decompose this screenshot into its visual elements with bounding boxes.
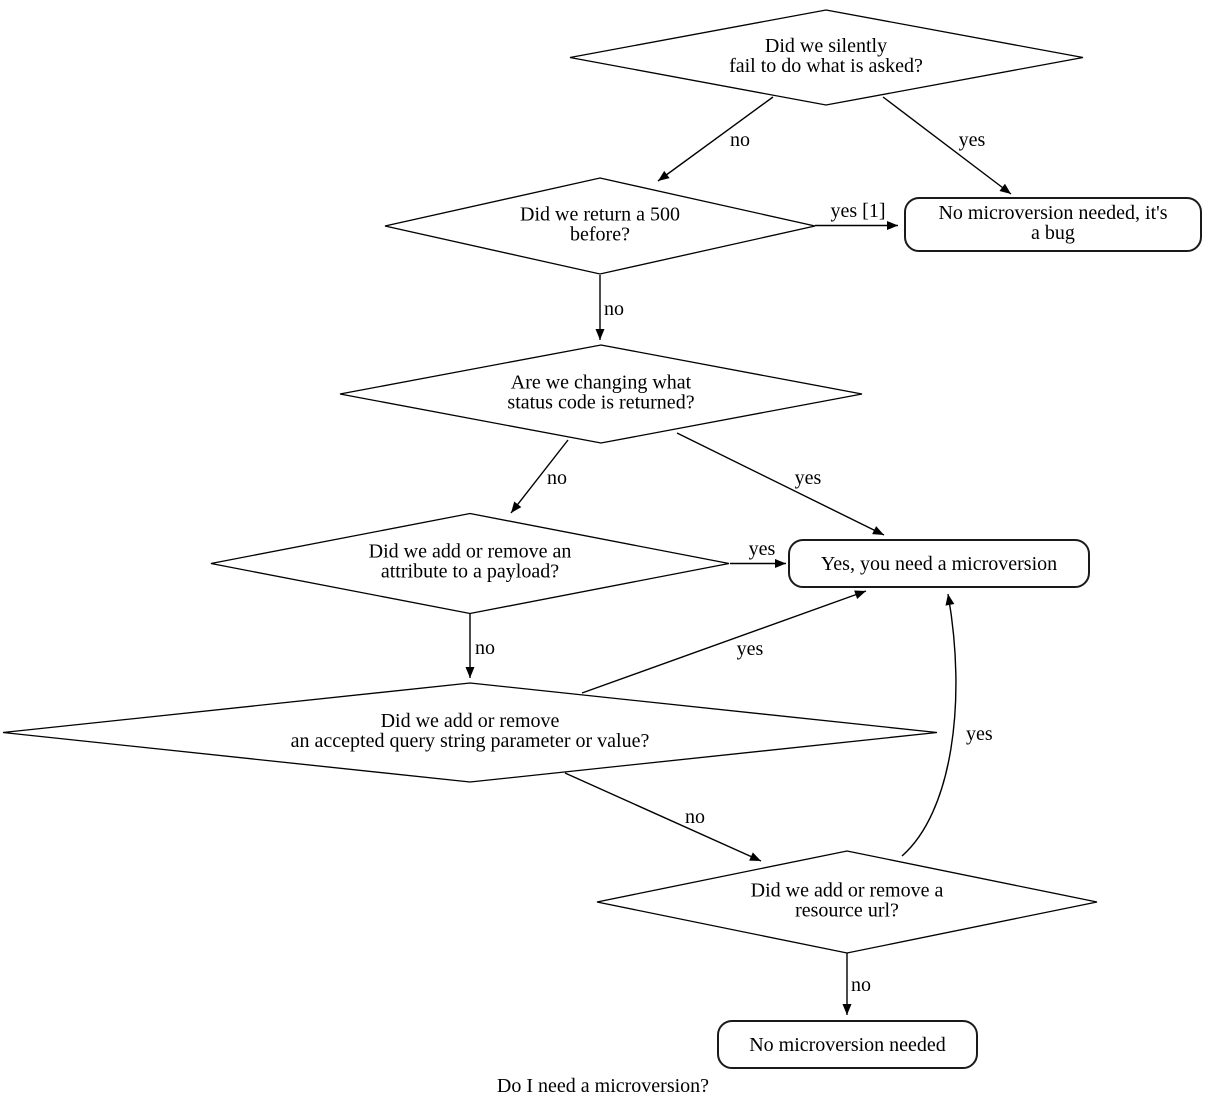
- edge-label-status-code-no: no: [547, 467, 567, 489]
- node-no-microversion-label: No microversion needed: [749, 1034, 946, 1056]
- node-return-500-shape: [384, 177, 816, 275]
- node-resource-url: Did we add or remove a resource url?: [596, 850, 1098, 954]
- node-query-string-line2: an accepted query string parameter or va…: [291, 730, 650, 752]
- node-query-string-shape: [2, 682, 938, 783]
- edge-label-resource-url-no: no: [851, 974, 871, 996]
- node-return-500: Did we return a 500 before?: [384, 177, 816, 275]
- edge-label-return-500-yes: yes [1]: [831, 200, 886, 222]
- edge-status-code-no: [510, 439, 569, 514]
- edge-label-return-500-no: no: [604, 298, 624, 320]
- node-resource-url-line1: Did we add or remove a: [751, 880, 944, 902]
- node-bug-terminal-line2: a bug: [1031, 222, 1075, 244]
- node-payload-attribute-line1: Did we add or remove an: [369, 541, 572, 563]
- node-need-microversion: Yes, you need a microversion: [788, 539, 1090, 588]
- node-payload-attribute-line2: attribute to a payload?: [381, 561, 559, 583]
- edge-silently-fail-yes: [882, 96, 1012, 195]
- edge-silently-fail-no: [657, 96, 774, 182]
- node-status-code-shape: [339, 344, 863, 444]
- node-payload-attribute-shape: [210, 512, 730, 615]
- edges-layer: [465, 96, 1012, 1015]
- edge-label-resource-url-yes: yes: [966, 723, 993, 745]
- node-silently-fail-line2: fail to do what is asked?: [729, 55, 923, 77]
- edge-query-string-yes: [581, 590, 867, 694]
- diagram-title: Do I need a microversion?: [497, 1075, 709, 1097]
- edge-label-payload-attribute-yes: yes: [749, 538, 776, 560]
- node-silently-fail-line1: Did we silently: [765, 35, 887, 57]
- edge-label-silently-fail-yes: yes: [959, 129, 986, 151]
- node-need-microversion-label: Yes, you need a microversion: [821, 553, 1057, 575]
- node-bug-terminal: No microversion needed, it's a bug: [904, 197, 1202, 252]
- edge-label-payload-attribute-no: no: [475, 637, 495, 659]
- edge-labels-layer: no yes yes [1] no no yes yes no yes no y…: [475, 129, 993, 996]
- node-query-string-line1: Did we add or remove: [381, 710, 560, 732]
- edge-label-status-code-yes: yes: [795, 467, 822, 489]
- node-status-code-line2: status code is returned?: [507, 392, 694, 414]
- edge-label-query-string-no: no: [685, 806, 705, 828]
- edge-resource-url-yes: [901, 593, 957, 857]
- node-status-code: Are we changing what status code is retu…: [339, 344, 863, 444]
- node-status-code-line1: Are we changing what: [511, 372, 692, 394]
- edge-label-silently-fail-no: no: [730, 129, 750, 151]
- node-bug-terminal-line1: No microversion needed, it's: [938, 202, 1167, 224]
- node-no-microversion-shape: [717, 1020, 978, 1069]
- edge-query-string-no: [564, 772, 762, 862]
- edge-status-code-yes: [676, 432, 885, 536]
- node-no-microversion: No microversion needed: [717, 1020, 978, 1069]
- node-query-string: Did we add or remove an accepted query s…: [2, 682, 938, 783]
- node-need-microversion-shape: [788, 539, 1090, 588]
- node-silently-fail-shape: [569, 9, 1084, 106]
- node-silently-fail: Did we silently fail to do what is asked…: [569, 9, 1084, 106]
- edge-label-query-string-yes: yes: [737, 638, 764, 660]
- node-return-500-line1: Did we return a 500: [520, 204, 680, 226]
- node-payload-attribute: Did we add or remove an attribute to a p…: [210, 512, 730, 615]
- node-bug-terminal-shape: [904, 197, 1202, 252]
- node-resource-url-line2: resource url?: [795, 900, 899, 922]
- node-return-500-line2: before?: [570, 224, 630, 246]
- node-resource-url-shape: [596, 850, 1098, 954]
